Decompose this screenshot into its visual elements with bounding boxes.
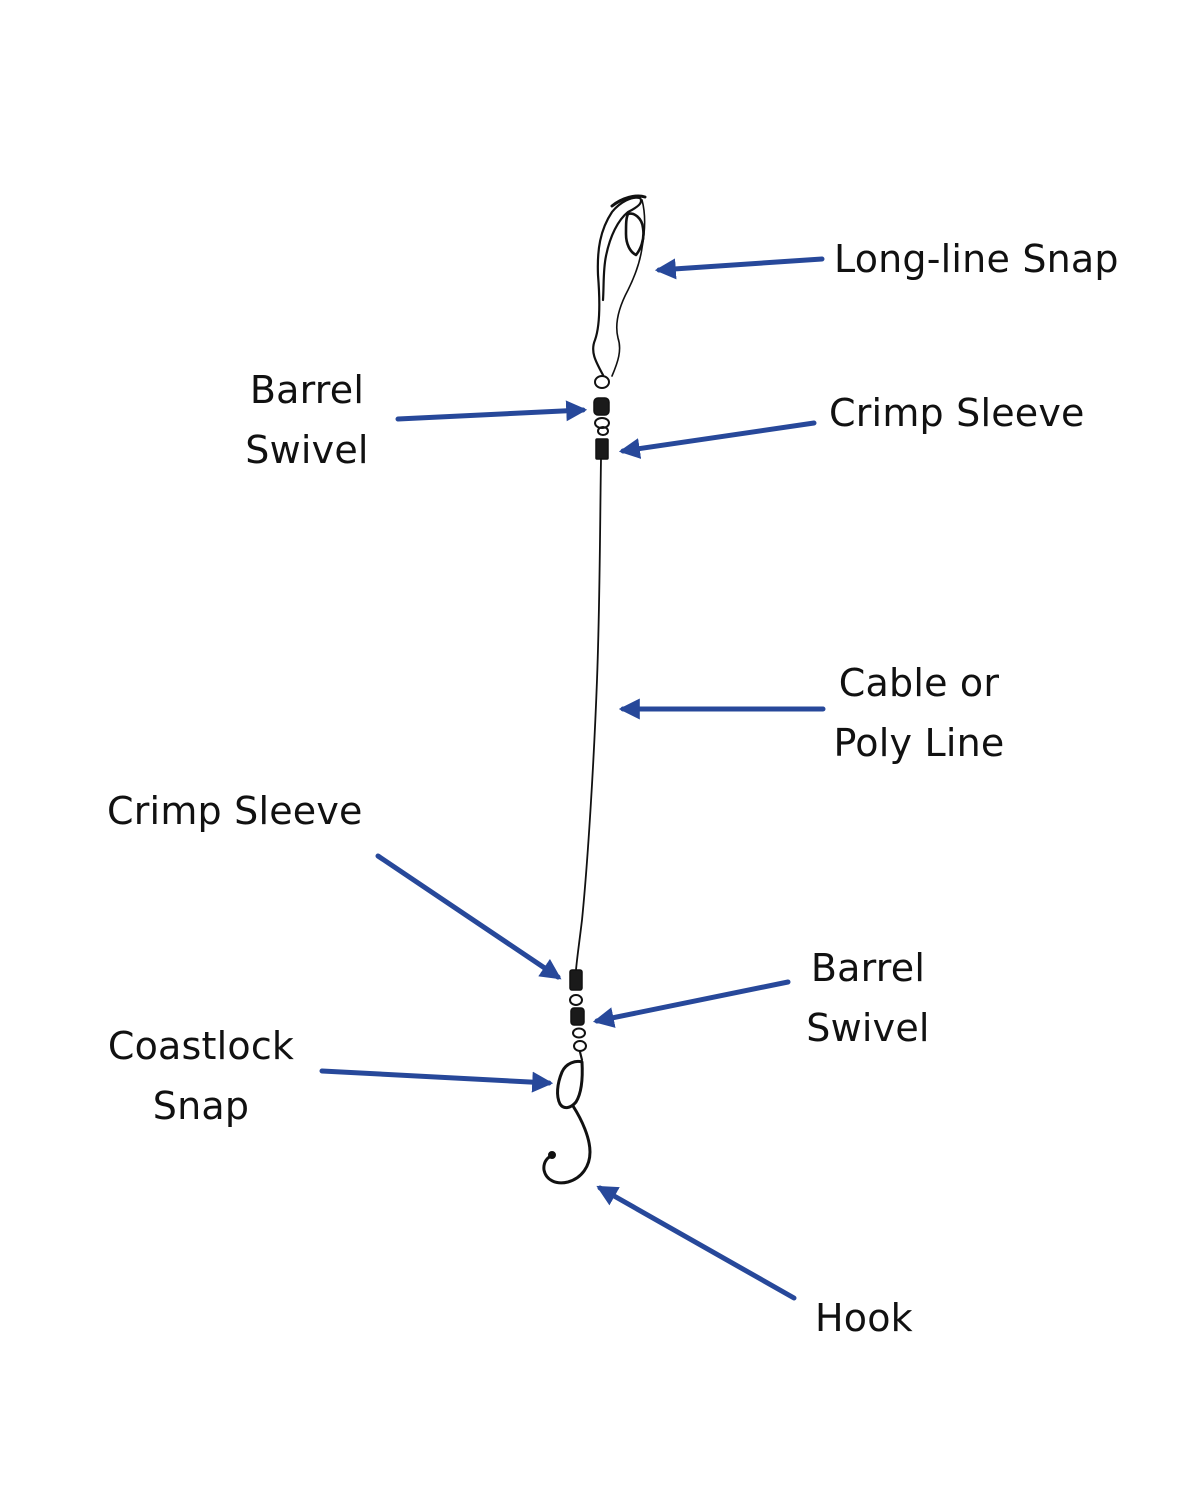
label-hook: Hook	[815, 1288, 913, 1348]
barrel-swivel-bottom-drawing	[569, 994, 587, 1062]
label-crimp-sleeve-top: Crimp Sleeve	[829, 383, 1085, 443]
crimp-sleeve-bottom-drawing	[569, 969, 583, 991]
label-text: Crimp Sleeve	[107, 789, 363, 833]
label-text: Long-line Snap	[834, 237, 1119, 281]
label-cable-or-poly-line: Cable or Poly Line	[828, 653, 1010, 773]
arrow-long-line-snap	[654, 256, 825, 280]
long-line-snap-drawing	[592, 194, 647, 377]
label-text: Barrel	[249, 368, 365, 412]
label-text: Swivel	[245, 428, 369, 472]
label-text: Poly Line	[833, 721, 1005, 765]
hook-drawing	[542, 1104, 592, 1185]
label-barrel-swivel-bottom: Barrel Swivel	[804, 938, 932, 1058]
arrow-barrel-swivel-bottom	[592, 979, 791, 1028]
cable-line-drawing	[575, 458, 602, 971]
label-text: Hook	[815, 1296, 913, 1340]
rig-drawing	[542, 194, 647, 1185]
coastlock-snap-drawing	[556, 1059, 584, 1110]
arrow-barrel-swivel-top	[395, 400, 588, 422]
arrow-hook	[596, 1185, 797, 1301]
arrow-crimp-sleeve-bottom	[375, 853, 562, 980]
hook-point	[548, 1151, 556, 1159]
crimp-sleeve-top-drawing	[595, 438, 609, 460]
label-text: Crimp Sleeve	[829, 391, 1085, 435]
label-long-line-snap: Long-line Snap	[834, 229, 1119, 289]
label-barrel-swivel-top: Barrel Swivel	[243, 360, 371, 480]
top-split-ring	[594, 375, 610, 389]
label-text: Coastlock	[107, 1024, 295, 1068]
arrow-crimp-sleeve-top	[618, 420, 817, 459]
label-text: Snap	[152, 1084, 250, 1128]
arrow-coastlock-snap	[319, 1068, 554, 1093]
label-text: Cable or	[838, 661, 1000, 705]
barrel-swivel-top-drawing	[593, 397, 610, 436]
label-text: Barrel	[810, 946, 926, 990]
label-crimp-sleeve-bottom: Crimp Sleeve	[107, 781, 363, 841]
label-text: Swivel	[806, 1006, 930, 1050]
label-coastlock-snap: Coastlock Snap	[104, 1016, 298, 1136]
